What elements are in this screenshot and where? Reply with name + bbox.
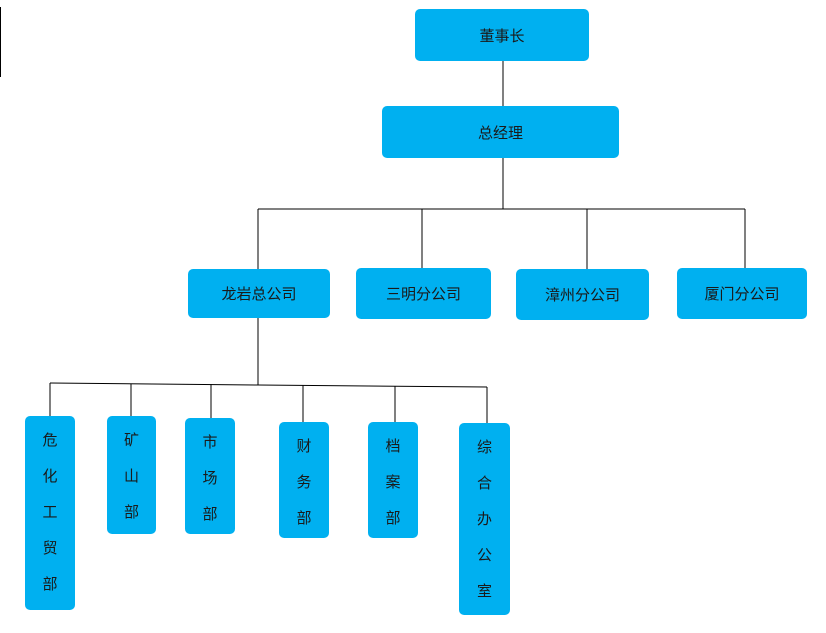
node-chairman-label: 董事长: [479, 26, 525, 45]
node-sanming-company[interactable]: 三明分公司: [356, 268, 491, 319]
node-finance-dept[interactable]: 财务部: [279, 422, 329, 538]
node-chairman[interactable]: 董事长: [415, 9, 589, 61]
connector-line: [257, 384, 488, 388]
node-general-office-dept[interactable]: 综合办公室: [459, 423, 510, 615]
label-char: 危: [42, 431, 58, 449]
label-char: 工: [42, 503, 58, 521]
node-general-manager-label: 总经理: [477, 123, 523, 142]
left-edge-mark: [0, 7, 1, 77]
node-marketing-label: 市场部: [202, 418, 217, 532]
label-char: 部: [202, 505, 218, 523]
label-char: 场: [202, 469, 218, 487]
node-longyan-company[interactable]: 龙岩总公司: [188, 269, 330, 318]
label-char: 室: [476, 582, 492, 600]
label-char: 山: [123, 467, 139, 485]
node-zhangzhou-label: 漳州分公司: [544, 286, 620, 304]
label-char: 市: [202, 433, 218, 451]
label-char: 办: [476, 510, 492, 528]
connector-group: [49, 61, 746, 423]
label-char: 部: [123, 503, 139, 521]
label-char: 部: [385, 509, 401, 527]
label-char: 案: [385, 473, 401, 491]
node-zhangzhou-company[interactable]: 漳州分公司: [516, 269, 649, 320]
node-mining-label: 矿山部: [124, 416, 139, 530]
label-char: 化: [42, 467, 58, 485]
label-char: 务: [296, 473, 312, 491]
node-hazchem-trade-label: 危化工贸部: [42, 416, 57, 602]
label-char: 档: [385, 437, 401, 455]
node-mining-dept[interactable]: 矿山部: [107, 416, 156, 534]
node-marketing-dept[interactable]: 市场部: [185, 418, 235, 534]
node-hazchem-trade-dept[interactable]: 危化工贸部: [25, 416, 75, 610]
node-xiamen-company[interactable]: 厦门分公司: [677, 268, 807, 319]
label-char: 部: [296, 509, 312, 527]
label-char: 贸: [42, 539, 58, 557]
connector-line: [49, 382, 259, 386]
node-xiamen-label: 厦门分公司: [704, 285, 780, 303]
label-char: 部: [42, 575, 58, 593]
node-sanming-label: 三明分公司: [385, 285, 461, 303]
label-char: 合: [476, 474, 492, 492]
node-general-manager[interactable]: 总经理: [382, 106, 619, 158]
label-char: 矿: [123, 431, 139, 449]
label-char: 综: [476, 438, 492, 456]
node-finance-label: 财务部: [296, 422, 311, 536]
node-general-office-label: 综合办公室: [477, 423, 492, 609]
node-archives-dept[interactable]: 档案部: [368, 422, 418, 538]
node-archives-label: 档案部: [385, 422, 400, 536]
label-char: 财: [296, 437, 312, 455]
node-longyan-label: 龙岩总公司: [221, 285, 297, 303]
label-char: 公: [476, 546, 492, 564]
